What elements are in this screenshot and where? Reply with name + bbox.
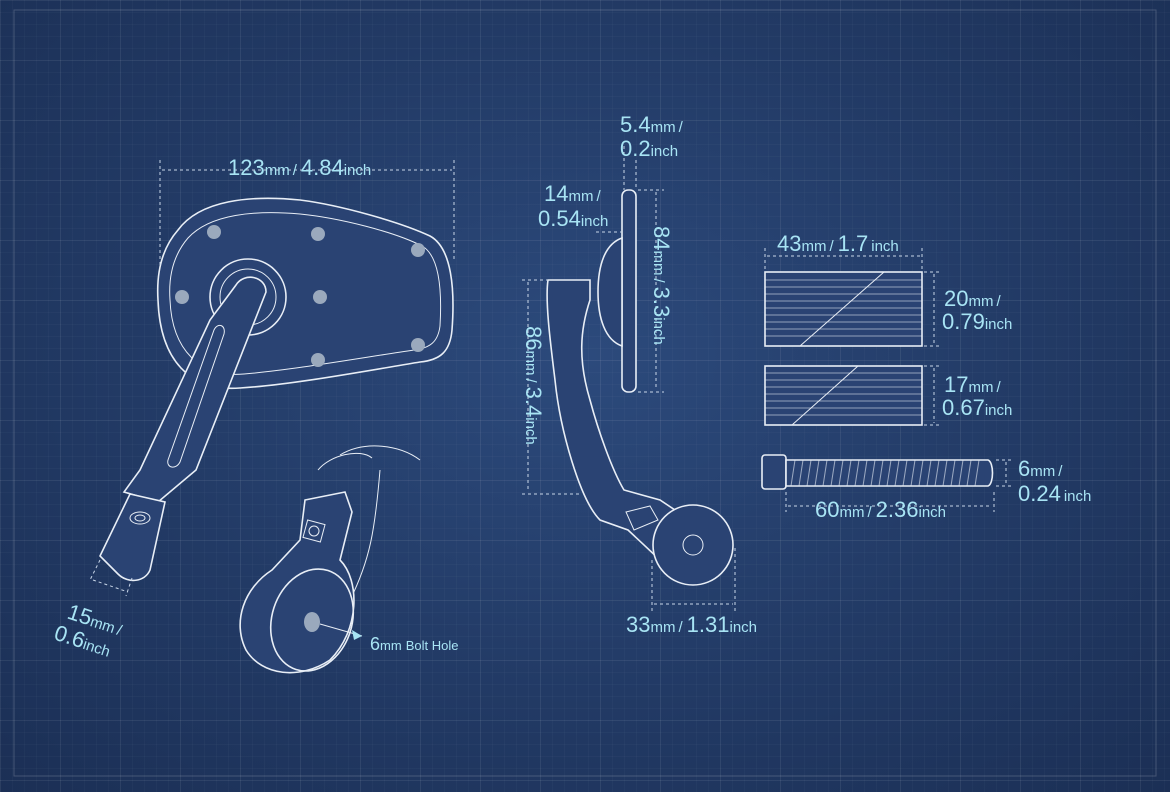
side-dimension-lines	[522, 146, 736, 612]
dim-spacer-small-inch: 0.67inch	[942, 395, 1012, 420]
dim-head-thickness-value: 5.4mm/	[620, 112, 684, 137]
mirror-front-view	[99, 197, 454, 582]
dim-bolt-diameter-value: 6mm/	[1018, 456, 1063, 481]
arm-end-dimension-lines	[89, 559, 133, 597]
dim-bolt-length-label: 60mm/2.36inch	[815, 497, 946, 522]
dim-head-thickness-inch: 0.2inch	[620, 136, 678, 161]
spacer-dimension-lines	[764, 248, 940, 426]
dim-arm-end-label: 15mm/ 0.6inch	[51, 599, 126, 661]
drawing-border	[13, 9, 1157, 777]
dim-arm-height-label: 86mm/3.4inch	[521, 326, 546, 445]
dim-head-height-label: 84mm/3.3inch	[649, 226, 674, 345]
dim-spacer-large-value: 20mm/	[944, 286, 1001, 311]
clamp-detail-view	[239, 445, 421, 674]
spacer-large	[764, 271, 923, 347]
dim-mount-depth-value: 14mm/	[544, 181, 601, 206]
dim-spacer-small-value: 17mm/	[944, 372, 1001, 397]
mirror-side-view	[546, 189, 734, 586]
svg-text:15mm/: 15mm/	[64, 599, 126, 641]
dim-clamp-width-label: 33mm/1.31inch	[626, 612, 757, 637]
bolt-drawing	[761, 454, 994, 490]
bolt-dimension-lines	[785, 459, 1012, 512]
width-dimension-lines	[159, 160, 455, 268]
dim-mount-depth-inch: 0.54inch	[538, 206, 608, 231]
dim-width-label: 123mm/4.84inch	[228, 155, 371, 180]
spacer-small	[764, 365, 923, 426]
dim-spacer-large-inch: 0.79inch	[942, 309, 1012, 334]
